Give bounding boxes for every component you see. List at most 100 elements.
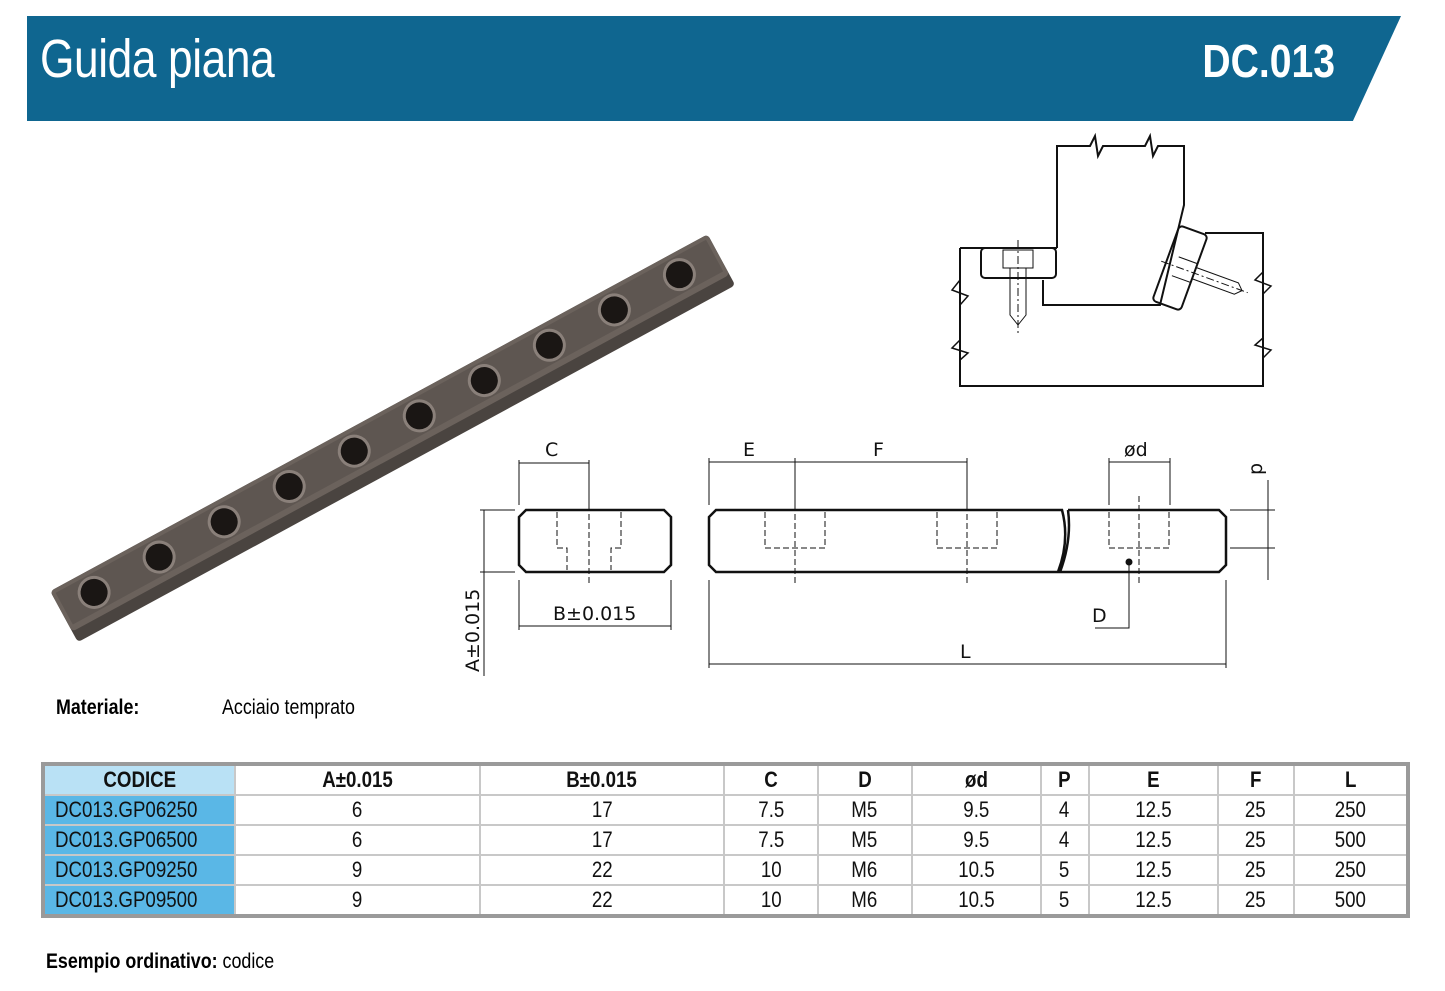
column-header-label: C bbox=[764, 767, 778, 792]
cell-value: 4 bbox=[1059, 827, 1070, 852]
table-cell: 10 bbox=[723, 854, 819, 886]
cell-value: 250 bbox=[1334, 857, 1366, 882]
mounting-hole bbox=[337, 434, 371, 468]
table-cell: M6 bbox=[816, 854, 913, 886]
header-banner bbox=[27, 16, 1401, 121]
svg-text:A±0.015: A±0.015 bbox=[462, 589, 484, 672]
mounting-hole bbox=[662, 258, 696, 292]
dimension-labels: C B±0.015 A±0.015 E F ød p D L bbox=[462, 439, 1267, 672]
cell-value: 5 bbox=[1059, 887, 1070, 912]
cell-value: 9.5 bbox=[963, 827, 990, 852]
column-header: C bbox=[723, 763, 819, 796]
column-header: CODICE bbox=[42, 763, 236, 796]
cell-value: 7.5 bbox=[758, 797, 785, 822]
cell-value: 10 bbox=[760, 857, 782, 882]
cell-value: 12.5 bbox=[1134, 797, 1172, 822]
svg-text:E: E bbox=[743, 439, 755, 461]
cell-value: 25 bbox=[1245, 887, 1266, 912]
product-code: DC.013 bbox=[1202, 35, 1335, 87]
table-cell: 25 bbox=[1216, 854, 1295, 886]
column-header: E bbox=[1087, 763, 1219, 796]
cell-value: 17 bbox=[591, 797, 613, 822]
mounting-hole bbox=[272, 469, 306, 503]
table-cell: 500 bbox=[1292, 884, 1410, 917]
cell-value: 25 bbox=[1245, 827, 1266, 852]
mounting-hole bbox=[597, 293, 631, 327]
column-header-label: D bbox=[858, 767, 872, 792]
column-header-label: A±0.015 bbox=[322, 767, 393, 792]
table-cell: 250 bbox=[1292, 794, 1410, 826]
column-header: ød bbox=[910, 763, 1042, 796]
column-header-label: ød bbox=[964, 767, 988, 792]
svg-text:p: p bbox=[1245, 463, 1267, 475]
table-cell: 500 bbox=[1292, 824, 1410, 856]
column-header-label: B±0.015 bbox=[566, 767, 638, 792]
table-cell: 17 bbox=[478, 794, 726, 826]
column-header: P bbox=[1039, 763, 1090, 796]
column-header: A±0.015 bbox=[234, 763, 481, 796]
table-cell: 10 bbox=[723, 884, 819, 917]
table-cell: 22 bbox=[478, 884, 726, 917]
table-cell: 25 bbox=[1216, 884, 1295, 917]
cell-value: 10.5 bbox=[957, 887, 995, 912]
cell-value: DC013.GP06500 bbox=[55, 827, 198, 852]
table-row: DC013.GP06250 6 17 7.5 M5 9.5 4 12.5 25 250 bbox=[42, 794, 1410, 826]
cell-value: 9 bbox=[352, 857, 363, 882]
product-code-cell: DC013.GP09500 bbox=[42, 884, 236, 917]
svg-text:L: L bbox=[960, 641, 971, 663]
cell-value: M6 bbox=[851, 887, 878, 912]
product-code-cell: DC013.GP06500 bbox=[42, 824, 236, 856]
cell-value: 12.5 bbox=[1134, 857, 1172, 882]
cell-value: 250 bbox=[1334, 797, 1366, 822]
order-example-label: Esempio ordinativo: bbox=[46, 950, 218, 973]
cell-value: 25 bbox=[1245, 797, 1266, 822]
table-cell: 5 bbox=[1039, 884, 1090, 917]
table-cell: 12.5 bbox=[1087, 794, 1219, 826]
order-example: Esempio ordinativo: codice bbox=[46, 950, 274, 974]
section-drawing bbox=[480, 460, 673, 676]
table-cell: 6 bbox=[234, 824, 481, 856]
table-cell: 25 bbox=[1216, 794, 1295, 826]
cell-value: 7.5 bbox=[758, 827, 785, 852]
table-cell: 22 bbox=[478, 854, 726, 886]
cell-value: 12.5 bbox=[1134, 827, 1172, 852]
table-cell: 9.5 bbox=[910, 794, 1042, 826]
column-header-label: E bbox=[1146, 767, 1160, 792]
mounting-hole bbox=[77, 575, 111, 609]
cell-value: M5 bbox=[851, 797, 878, 822]
table-cell: 9 bbox=[234, 884, 481, 917]
table-cell: 9 bbox=[234, 854, 481, 886]
cell-value: DC013.GP06250 bbox=[55, 797, 198, 822]
cell-value: 5 bbox=[1059, 857, 1070, 882]
cell-value: 6 bbox=[352, 797, 363, 822]
mounting-hole bbox=[532, 328, 566, 362]
table-cell: 12.5 bbox=[1087, 824, 1219, 856]
mounting-hole bbox=[467, 364, 501, 398]
column-header-label: F bbox=[1249, 767, 1262, 792]
mounting-hole bbox=[207, 505, 241, 539]
table-cell: M5 bbox=[816, 794, 913, 826]
table-cell: 12.5 bbox=[1087, 854, 1219, 886]
column-header: F bbox=[1216, 763, 1295, 796]
table-cell: 250 bbox=[1292, 854, 1410, 886]
table-cell: 5 bbox=[1039, 854, 1090, 886]
cell-value: 9 bbox=[352, 887, 363, 912]
assembly-drawing bbox=[950, 132, 1273, 387]
svg-text:F: F bbox=[873, 439, 884, 461]
cell-value: 12.5 bbox=[1134, 887, 1172, 912]
cell-value: M6 bbox=[851, 857, 878, 882]
cell-value: 25 bbox=[1245, 857, 1266, 882]
cell-value: 4 bbox=[1059, 797, 1070, 822]
svg-text:ød: ød bbox=[1124, 439, 1148, 461]
cell-value: 22 bbox=[591, 887, 613, 912]
product-code-cell: DC013.GP09250 bbox=[42, 854, 236, 886]
length-drawing bbox=[707, 458, 1275, 668]
cell-value: 6 bbox=[352, 827, 363, 852]
cell-value: 500 bbox=[1334, 887, 1366, 912]
mounting-hole bbox=[142, 540, 176, 574]
